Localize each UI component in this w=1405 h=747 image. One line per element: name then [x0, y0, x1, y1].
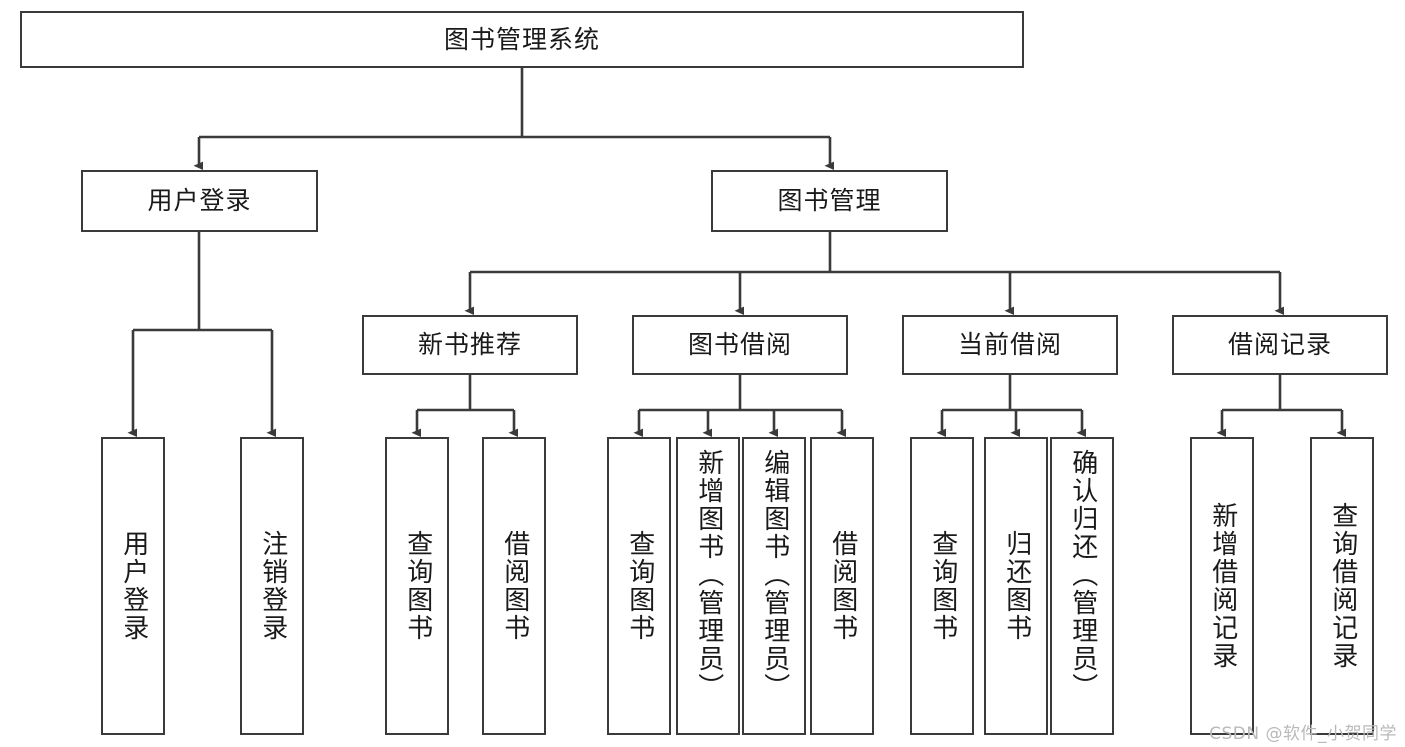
leaf-borrow-book-newbook[interactable]: 借阅图书 [482, 437, 546, 735]
node-new-book-recommend[interactable]: 新书推荐 [362, 315, 578, 375]
node-user-login[interactable]: 用户登录 [81, 170, 318, 232]
leaf-add-book-admin[interactable]: 新增图书（管理员） [676, 437, 740, 735]
node-book-management-label: 图书管理 [777, 186, 882, 216]
leaf-query-book-borrow[interactable]: 查询图书 [607, 437, 671, 735]
node-user-login-label: 用户登录 [147, 186, 252, 216]
leaf-query-book-newbook-label: 查询图书 [402, 530, 433, 642]
leaf-query-book-borrow-label: 查询图书 [624, 530, 655, 642]
leaf-borrow-book-newbook-label: 借阅图书 [499, 530, 530, 642]
leaf-query-book-current-label: 查询图书 [927, 530, 958, 642]
leaf-lend-book-label: 借阅图书 [827, 530, 858, 642]
leaf-return-book-label: 归还图书 [1001, 530, 1032, 642]
node-book-borrow-label: 图书借阅 [687, 330, 792, 360]
leaf-add-book-admin-label: 新增图书（管理员） [693, 449, 724, 701]
node-current-borrow[interactable]: 当前借阅 [902, 315, 1118, 375]
leaf-logout-label: 注销登录 [257, 530, 288, 642]
node-borrow-record[interactable]: 借阅记录 [1172, 315, 1388, 375]
leaf-lend-book[interactable]: 借阅图书 [810, 437, 874, 735]
leaf-add-borrow-record-label: 新增借阅记录 [1207, 502, 1238, 670]
leaf-add-borrow-record[interactable]: 新增借阅记录 [1190, 437, 1254, 735]
leaf-query-book-newbook[interactable]: 查询图书 [385, 437, 449, 735]
node-root-label: 图书管理系统 [443, 24, 600, 54]
leaf-confirm-return-admin-label: 确认归还（管理员） [1067, 449, 1098, 701]
leaf-edit-book-admin[interactable]: 编辑图书（管理员） [742, 437, 806, 735]
leaf-query-borrow-record-label: 查询借阅记录 [1327, 502, 1358, 670]
node-book-borrow[interactable]: 图书借阅 [632, 315, 848, 375]
node-borrow-record-label: 借阅记录 [1227, 330, 1332, 360]
watermark: CSDN @软件_小贺同学 [1209, 724, 1397, 744]
leaf-logout[interactable]: 注销登录 [240, 437, 304, 735]
node-new-book-recommend-label: 新书推荐 [417, 330, 522, 360]
leaf-user-login[interactable]: 用户登录 [101, 437, 165, 735]
leaf-confirm-return-admin[interactable]: 确认归还（管理员） [1050, 437, 1114, 735]
leaf-query-book-current[interactable]: 查询图书 [910, 437, 974, 735]
leaf-user-login-label: 用户登录 [118, 530, 149, 642]
leaf-return-book[interactable]: 归还图书 [984, 437, 1048, 735]
node-current-borrow-label: 当前借阅 [957, 330, 1062, 360]
leaf-edit-book-admin-label: 编辑图书（管理员） [759, 449, 790, 701]
node-root[interactable]: 图书管理系统 [20, 11, 1024, 68]
node-book-management[interactable]: 图书管理 [711, 170, 948, 232]
leaf-query-borrow-record[interactable]: 查询借阅记录 [1310, 437, 1374, 735]
